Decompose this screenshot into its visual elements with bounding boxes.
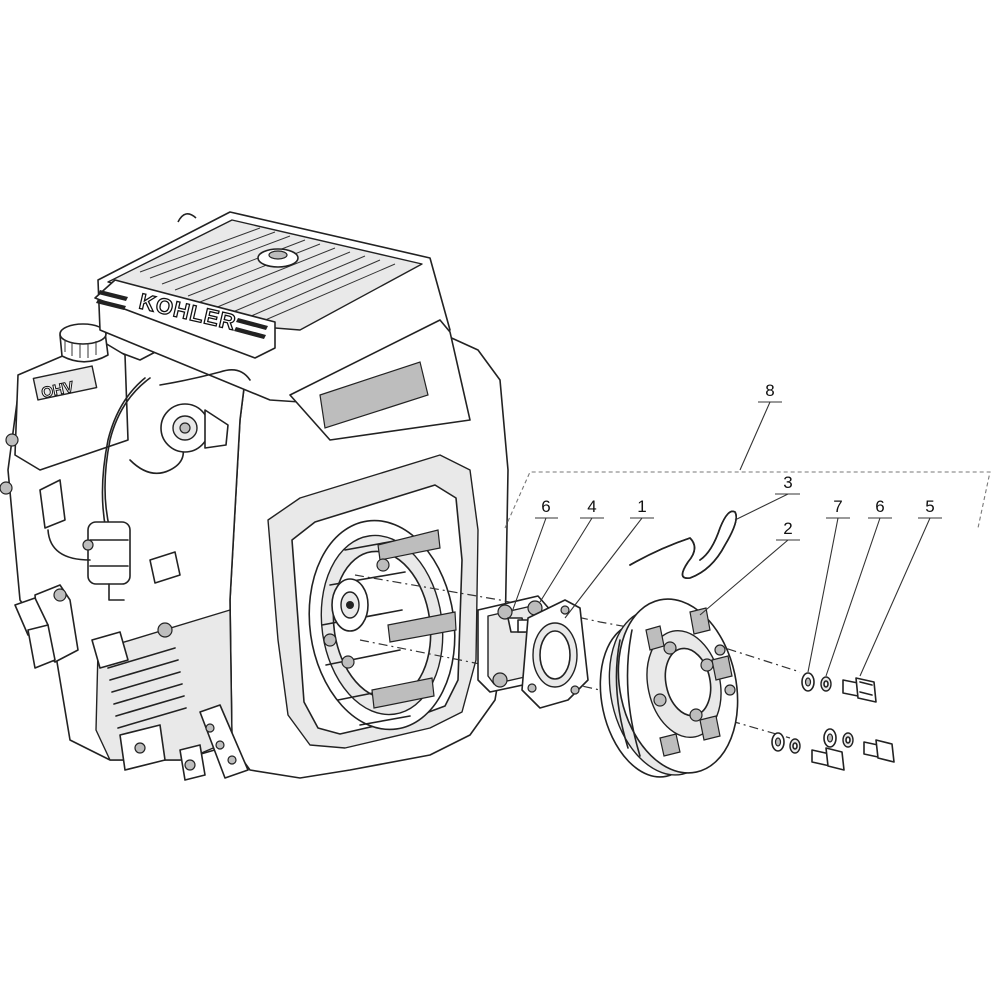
callout-1: 1 bbox=[637, 497, 646, 516]
callout-leaders bbox=[511, 401, 942, 677]
callout-4: 4 bbox=[587, 497, 596, 516]
air-cleaner-cover: KOHLER bbox=[94, 211, 471, 441]
fastener-set-upper bbox=[801, 672, 877, 703]
engine-assembly: OHV KOHLER bbox=[0, 211, 509, 781]
governor-linkage bbox=[82, 403, 229, 638]
ohv-label: OHV bbox=[40, 379, 75, 402]
callout-6-left: 6 bbox=[541, 497, 550, 516]
callout-3: 3 bbox=[783, 473, 792, 492]
key-wire-highlight bbox=[629, 510, 738, 579]
center-line-lower bbox=[359, 639, 791, 739]
key-wire bbox=[629, 510, 738, 579]
kit-bracket bbox=[504, 471, 991, 529]
oil-fill-cap bbox=[59, 323, 109, 363]
gasket bbox=[521, 599, 589, 709]
callout-8: 8 bbox=[765, 381, 774, 400]
lower-brackets bbox=[14, 584, 249, 781]
fuel-system bbox=[39, 369, 251, 601]
ohv-valve-cover: OHV bbox=[0, 339, 129, 495]
callout-2: 2 bbox=[783, 519, 792, 538]
center-line-upper bbox=[354, 574, 801, 673]
callout-5: 5 bbox=[925, 497, 934, 516]
blower-fan bbox=[308, 519, 457, 731]
pulley bbox=[599, 598, 739, 778]
fastener-set-lower bbox=[771, 728, 895, 771]
callout-7: 7 bbox=[833, 497, 842, 516]
callout-labels: 8 6 4 1 3 2 7 6 5 bbox=[541, 381, 934, 538]
callout-6-right: 6 bbox=[875, 497, 884, 516]
